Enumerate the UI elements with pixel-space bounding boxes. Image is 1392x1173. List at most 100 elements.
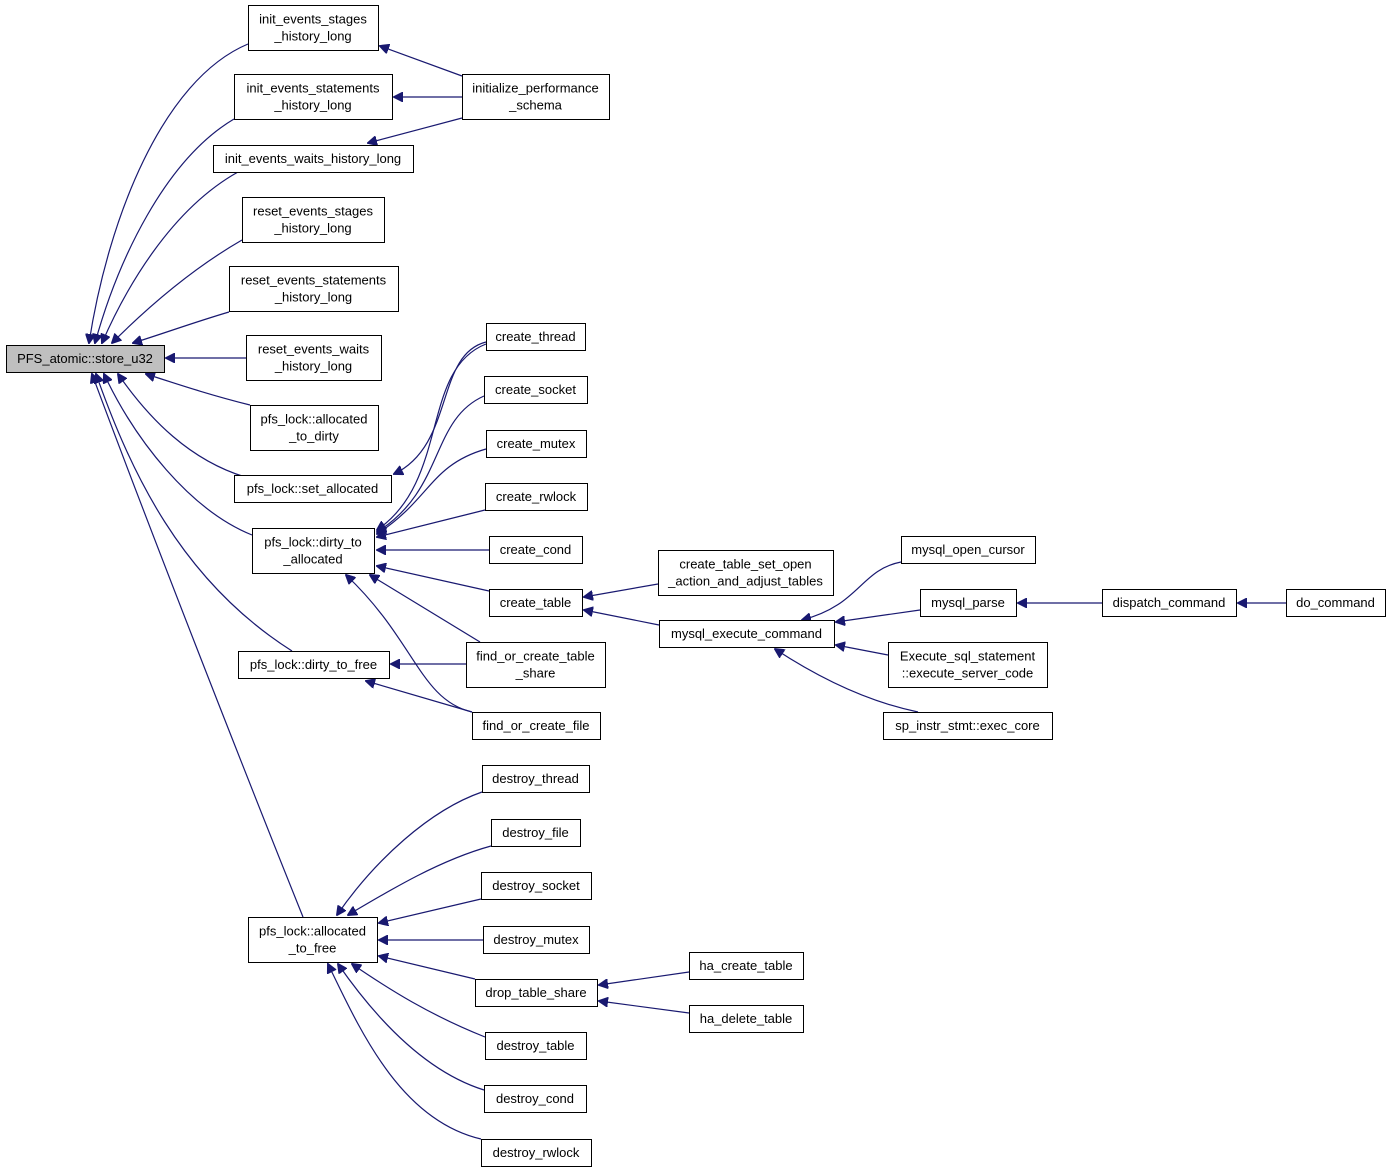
node-box [485,1032,587,1060]
node-box [659,620,835,648]
node-label-line: create_table [500,595,572,610]
node-label-line: _share [515,666,556,681]
node-create_cond[interactable]: create_cond [489,536,583,564]
node-label-line: find_or_create_table [476,649,595,664]
node-label-line: create_cond [500,542,572,557]
edge-destroy_cond-to-allocated_to_free [338,964,485,1091]
node-reset_events_waits_history_long[interactable]: reset_events_waits_history_long [246,335,382,381]
node-label-line: _history_long [273,29,351,44]
node-label-line: create_socket [495,382,576,397]
node-label-line: pfs_lock::allocated [261,412,368,427]
edge-create_thread-to-set_allocated [394,341,487,474]
node-store_u32[interactable]: PFS_atomic::store_u32 [6,345,165,373]
node-label-line: pfs_lock::allocated [259,924,366,939]
node-label-line: _allocated [282,552,342,567]
edge-mysql_execute_command-to-create_table [584,610,660,626]
node-mysql_execute_command[interactable]: mysql_execute_command [659,620,835,648]
node-label-line: _history_long [274,290,352,305]
node-box [234,475,392,503]
edge-set_allocated-to-store_u32 [118,374,246,478]
node-label-line: _history_long [274,359,352,374]
node-label-line: destroy_socket [492,878,580,893]
node-box [234,74,393,120]
node-label-line: pfs_lock::set_allocated [247,481,379,496]
edge-create_socket-to-dirty_to_allocated [377,395,485,532]
edge-reset_events_stages_history_long-to-store_u32 [112,239,243,343]
node-set_allocated[interactable]: pfs_lock::set_allocated [234,475,392,503]
node-create_table[interactable]: create_table [489,589,583,617]
node-box [481,1139,592,1167]
node-box [248,5,379,51]
node-init_events_waits_history_long[interactable]: init_events_waits_history_long [213,145,414,173]
node-label-line: reset_events_stages [253,204,373,219]
node-create_thread[interactable]: create_thread [486,323,586,351]
node-dirty_to_free[interactable]: pfs_lock::dirty_to_free [238,651,390,679]
node-label-line: mysql_open_cursor [911,542,1025,557]
node-ha_delete_table[interactable]: ha_delete_table [689,1005,804,1033]
edge-mysql_open_cursor-to-mysql_execute_command [802,561,902,620]
node-label-line: pfs_lock::dirty_to_free [250,657,377,672]
node-drop_table_share[interactable]: drop_table_share [475,979,598,1007]
node-destroy_thread[interactable]: destroy_thread [482,765,590,793]
node-box [246,335,382,381]
node-label-line: _to_dirty [288,429,339,444]
node-label-line: destroy_file [502,825,568,840]
node-box [482,765,590,793]
node-destroy_table[interactable]: destroy_table [485,1032,587,1060]
node-box [229,266,399,312]
node-exec_core[interactable]: sp_instr_stmt::exec_core [883,712,1053,740]
node-label-line: ha_delete_table [700,1011,793,1026]
node-label-line: create_rwlock [496,489,577,504]
node-find_or_create_file[interactable]: find_or_create_file [472,712,601,740]
node-label-line: init_events_statements [247,81,380,96]
node-box [248,917,378,963]
node-box [888,642,1048,688]
node-destroy_rwlock[interactable]: destroy_rwlock [481,1139,592,1167]
edge-init_events_statements_history_long-to-store_u32 [95,118,235,343]
node-reset_events_stages_history_long[interactable]: reset_events_stages _history_long [242,197,385,243]
node-create_socket[interactable]: create_socket [484,376,588,404]
node-label-line: _history_long [273,98,351,113]
node-label-line: destroy_table [496,1038,574,1053]
node-ha_create_table[interactable]: ha_create_table [689,952,804,980]
node-box [883,712,1053,740]
node-destroy_cond[interactable]: destroy_cond [484,1085,587,1113]
node-allocated_to_free[interactable]: pfs_lock::allocated_to_free [248,917,378,963]
node-box [484,1085,587,1113]
edge-destroy_file-to-allocated_to_free [348,845,492,915]
node-do_command[interactable]: do_command [1286,589,1386,617]
node-init_events_statements_history_long[interactable]: init_events_statements _history_long [234,74,393,120]
node-label-line: PFS_atomic::store_u32 [17,351,153,366]
node-label-line: sp_instr_stmt::exec_core [895,718,1040,733]
node-label-line: dispatch_command [1113,595,1226,610]
node-label-line: create_thread [495,329,575,344]
edge-allocated_to_free-to-store_u32 [92,374,304,918]
node-allocated_to_dirty[interactable]: pfs_lock::allocated_to_dirty [250,405,379,451]
node-label-line: init_events_waits_history_long [225,151,401,166]
node-destroy_mutex[interactable]: destroy_mutex [483,926,590,954]
node-label-line: _history_long [273,221,351,236]
node-initialize_performance_schema[interactable]: initialize_performance_schema [462,74,610,120]
node-box [486,323,586,351]
node-mysql_parse[interactable]: mysql_parse [920,589,1017,617]
node-dirty_to_allocated[interactable]: pfs_lock::dirty_to_allocated [252,528,375,574]
node-dispatch_command[interactable]: dispatch_command [1102,589,1237,617]
node-execute_server_code[interactable]: Execute_sql_statement::execute_server_co… [888,642,1048,688]
node-destroy_socket[interactable]: destroy_socket [481,872,592,900]
node-mysql_open_cursor[interactable]: mysql_open_cursor [901,536,1036,564]
node-create_table_set_open[interactable]: create_table_set_open_action_and_adjust_… [658,550,834,596]
node-destroy_file[interactable]: destroy_file [491,819,581,847]
node-reset_events_statements_history_long[interactable]: reset_events_statements _history_long [229,266,399,312]
node-create_mutex[interactable]: create_mutex [486,430,587,458]
node-box [472,712,601,740]
edge-find_or_create_table_share-to-dirty_to_allocated [370,575,481,643]
node-label-line: reset_events_statements [241,273,387,288]
node-box [242,197,385,243]
node-label-line: mysql_execute_command [671,626,822,641]
node-find_or_create_table_share[interactable]: find_or_create_table _share [466,642,606,688]
edge-reset_events_statements_history_long-to-store_u32 [133,311,230,343]
node-init_events_stages_history_long[interactable]: init_events_stages_history_long [248,5,379,51]
edge-drop_table_share-to-allocated_to_free [379,956,476,980]
node-create_rwlock[interactable]: create_rwlock [485,483,588,511]
